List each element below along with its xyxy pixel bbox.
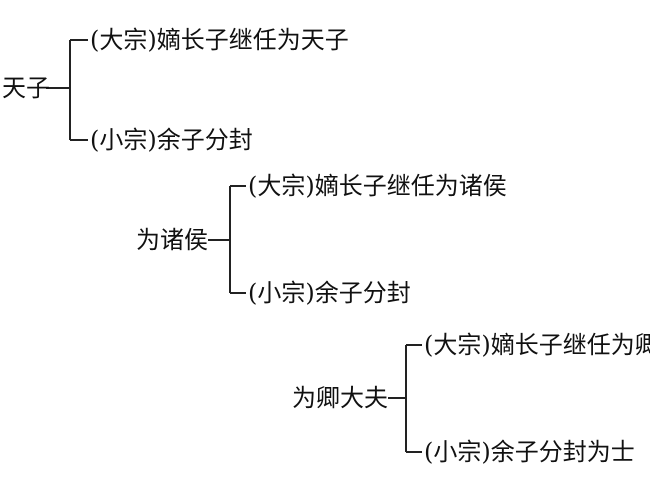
minor-lineage-label-1: (小宗)余子分封 [90,126,253,154]
root-label-zhuhou: 为诸侯 [136,226,208,254]
major-lineage-label-1: (大宗)嫡长子继任为天子 [90,26,349,54]
minor-lineage-label-3: (小宗)余子分封为士 [424,438,635,466]
minor-lineage-label-2: (小宗)余子分封 [248,279,411,307]
major-lineage-label-3: (大宗)嫡长子继任为卿大夫 [424,331,650,359]
root-label-qingdafu: 为卿大夫 [292,384,388,412]
major-lineage-label-2: (大宗)嫡长子继任为诸侯 [248,172,507,200]
root-label-tianzi: 天子 [2,74,50,102]
